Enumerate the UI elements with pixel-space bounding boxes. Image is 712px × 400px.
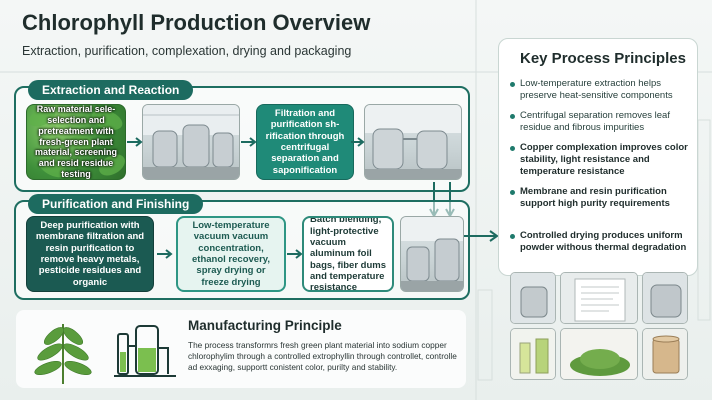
filtration-equipment-photo xyxy=(364,104,462,180)
page-subtitle: Extraction, purification, complexation, … xyxy=(22,44,352,58)
liquid-vials-thumbnail xyxy=(510,328,556,380)
principle-item: Membrane and resin purification support … xyxy=(510,186,690,210)
document-thumbnail xyxy=(560,272,638,324)
fiber-drum-thumbnail xyxy=(642,328,688,380)
page-title: Chlorophyll Production Overview xyxy=(22,10,371,35)
packaging-step[interactable]: Batch blending, light-protective vacuum … xyxy=(302,216,394,292)
arrow-right-icon xyxy=(351,137,365,147)
reactor-thumbnail xyxy=(642,272,688,324)
packaging-equipment-photo xyxy=(400,216,464,292)
plant-leaf-icon xyxy=(34,324,92,384)
principle-item: Controlled drying produces uniform powde… xyxy=(510,230,690,254)
manufacturing-text: The process transformrs fresh green plan… xyxy=(188,340,457,373)
equipment-thumbnail xyxy=(510,272,556,324)
concentration-drying-step-text: Low-temperature vacuum vacuum concentrat… xyxy=(192,219,270,288)
lab-apparatus-icon xyxy=(114,325,176,377)
manufacturing-panel xyxy=(16,310,466,388)
leaf-texture-icon xyxy=(28,107,125,178)
principles-title: Key Process Principles xyxy=(520,50,686,67)
principle-item: Centrifugal separation removes leaf resi… xyxy=(510,110,690,134)
deep-purification-step-text: Deep purification with membrane filtrati… xyxy=(35,219,145,288)
arrow-right-icon xyxy=(157,249,173,259)
extraction-section-label: Extraction and Reaction xyxy=(28,80,194,100)
deep-purification-step[interactable]: Deep purification with membrane filtrati… xyxy=(26,216,154,292)
filtration-step[interactable]: Filtration and purification sh-rificatio… xyxy=(256,104,354,180)
extraction-equipment-photo xyxy=(142,104,240,180)
raw-material-step[interactable]: Raw material sele-selection and pretreat… xyxy=(26,104,126,180)
principle-item: Copper complexation improves color stabi… xyxy=(510,142,690,178)
manufacturing-title: Manufacturing Principle xyxy=(188,318,342,333)
arrow-right-icon xyxy=(287,249,303,259)
arrow-right-icon xyxy=(241,137,257,147)
filtration-step-text: Filtration and purification sh-rificatio… xyxy=(265,107,345,176)
concentration-drying-step[interactable]: Low-temperature vacuum vacuum concentrat… xyxy=(176,216,286,292)
principle-item: Low-temperature extraction helps preserv… xyxy=(510,78,690,102)
arrow-right-icon xyxy=(127,137,143,147)
green-powder-thumbnail xyxy=(560,328,638,380)
arrow-right-icon xyxy=(464,230,499,242)
packaging-step-text: Batch blending, light-protective vacuum … xyxy=(310,216,387,292)
purification-section-label: Purification and Finishing xyxy=(28,194,204,214)
raw-material-step-text: Raw material sele-selection and pretreat… xyxy=(34,104,118,179)
